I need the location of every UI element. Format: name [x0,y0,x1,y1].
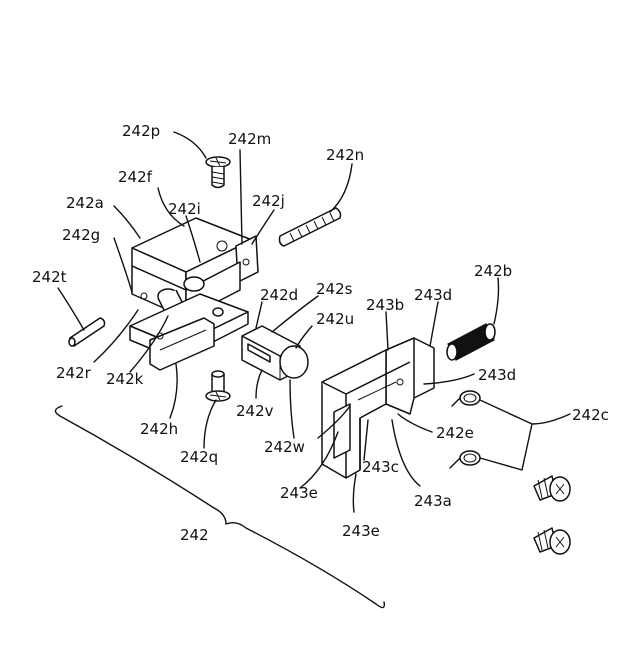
label-242j: 242j [252,192,285,210]
label-243e-left: 243e [280,484,318,502]
reference-labels: 242p 242m 242n 242f 242a 242i 242j 242g … [32,122,609,544]
label-243b: 243b [366,296,404,314]
label-243c: 243c [362,458,399,476]
label-242u: 242u [316,310,354,328]
label-242n: 242n [326,146,364,164]
label-242w: 242w [264,438,305,456]
part-242q-screw [206,371,230,401]
leader-lines [58,132,570,512]
part-242n-pin [280,208,341,246]
part-243-frame [322,338,434,478]
part-242t-pin [69,318,105,346]
label-242g: 242g [62,226,100,244]
part-screw-upper [534,476,570,501]
label-242p: 242p [122,122,160,140]
label-242s: 242s [316,280,353,298]
label-242v: 242v [236,402,274,420]
label-242f: 242f [118,168,153,186]
label-242c: 242c [572,406,609,424]
part-242d-lever [242,326,308,380]
label-242e: 242e [436,424,474,442]
label-242q: 242q [180,448,218,466]
label-242r: 242r [56,364,92,382]
label-242t: 242t [32,268,67,286]
label-243e-bottom: 243e [342,522,380,540]
label-242i: 242i [168,200,201,218]
label-242a: 242a [66,194,104,212]
part-242p-screw [206,157,230,188]
part-242b-spring [447,324,495,360]
label-243d-top: 243d [414,286,452,304]
label-242k: 242k [106,370,144,388]
label-243a: 243a [414,492,452,510]
label-243d-right: 243d [478,366,516,384]
label-242m: 242m [228,130,271,148]
label-242h: 242h [140,420,178,438]
part-screw-lower [534,528,570,554]
label-242b: 242b [474,262,512,280]
label-242: 242 [180,526,209,544]
label-242d: 242d [260,286,298,304]
